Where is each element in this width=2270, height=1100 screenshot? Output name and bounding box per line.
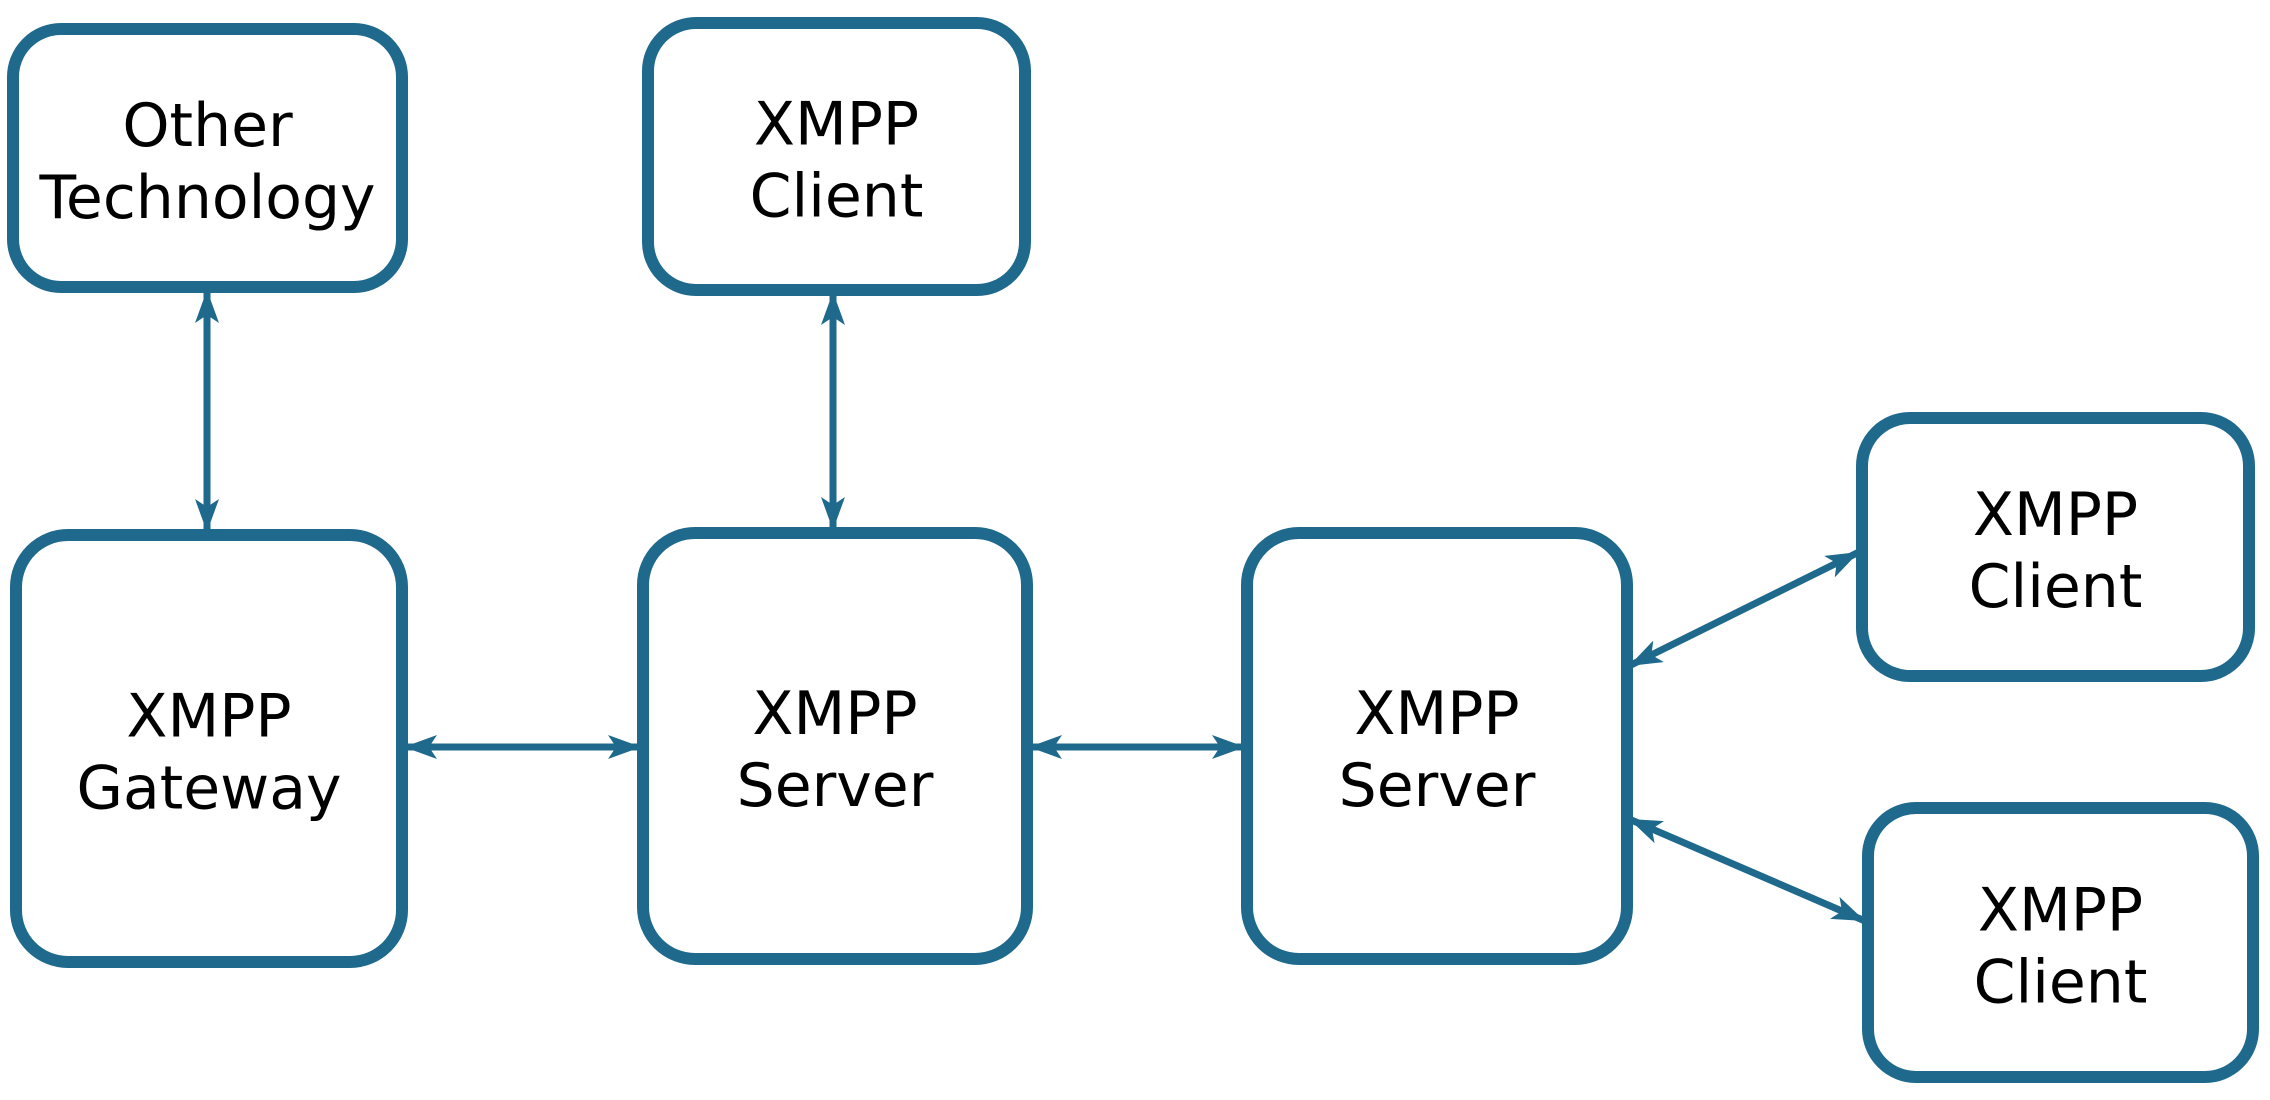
xmpp-client-top-label-line-2: Client bbox=[750, 162, 924, 232]
xmpp-client-right-bottom-label-line-2: Client bbox=[1974, 948, 2148, 1018]
xmpp-client-top-label-line-1: XMPP bbox=[754, 90, 919, 160]
xmpp-server-right-label-line-1: XMPP bbox=[1354, 679, 1519, 749]
xmpp-server-left-label-line-2: Server bbox=[737, 751, 934, 821]
xmpp-client-right-top-label-line-2: Client bbox=[1969, 552, 2143, 622]
other-technology-box bbox=[7, 23, 408, 293]
xmpp-gateway-label-line-2: Gateway bbox=[76, 754, 341, 824]
xmpp-client-right-bottom-box bbox=[1862, 802, 2259, 1083]
xmpp-client-right-top-box bbox=[1856, 412, 2255, 682]
xmpp-gateway-box bbox=[10, 529, 408, 968]
nodes-layer: OtherTechnologyXMPPClientXMPPGatewayXMPP… bbox=[7, 17, 2259, 1083]
xmpp-client-top-box bbox=[642, 17, 1031, 296]
edges-layer bbox=[195, 290, 1867, 925]
xmpp-client-right-bottom-label-line-1: XMPP bbox=[1978, 876, 2143, 946]
edge-server-client-top bbox=[1627, 548, 1861, 670]
xmpp-gateway-label-line-1: XMPP bbox=[126, 682, 291, 752]
xmpp-server-right-label-line-2: Server bbox=[1339, 751, 1536, 821]
xmpp-server-right-box bbox=[1241, 527, 1633, 965]
xmpp-server-left-box bbox=[637, 527, 1033, 965]
other-technology-label-line-2: Technology bbox=[38, 163, 375, 233]
xmpp-server-left-label-line-1: XMPP bbox=[752, 679, 917, 749]
other-technology-label-line-1: Other bbox=[122, 91, 293, 161]
edge-server-client-bottom bbox=[1627, 815, 1867, 925]
xmpp-client-right-top-label-line-1: XMPP bbox=[1973, 480, 2138, 550]
